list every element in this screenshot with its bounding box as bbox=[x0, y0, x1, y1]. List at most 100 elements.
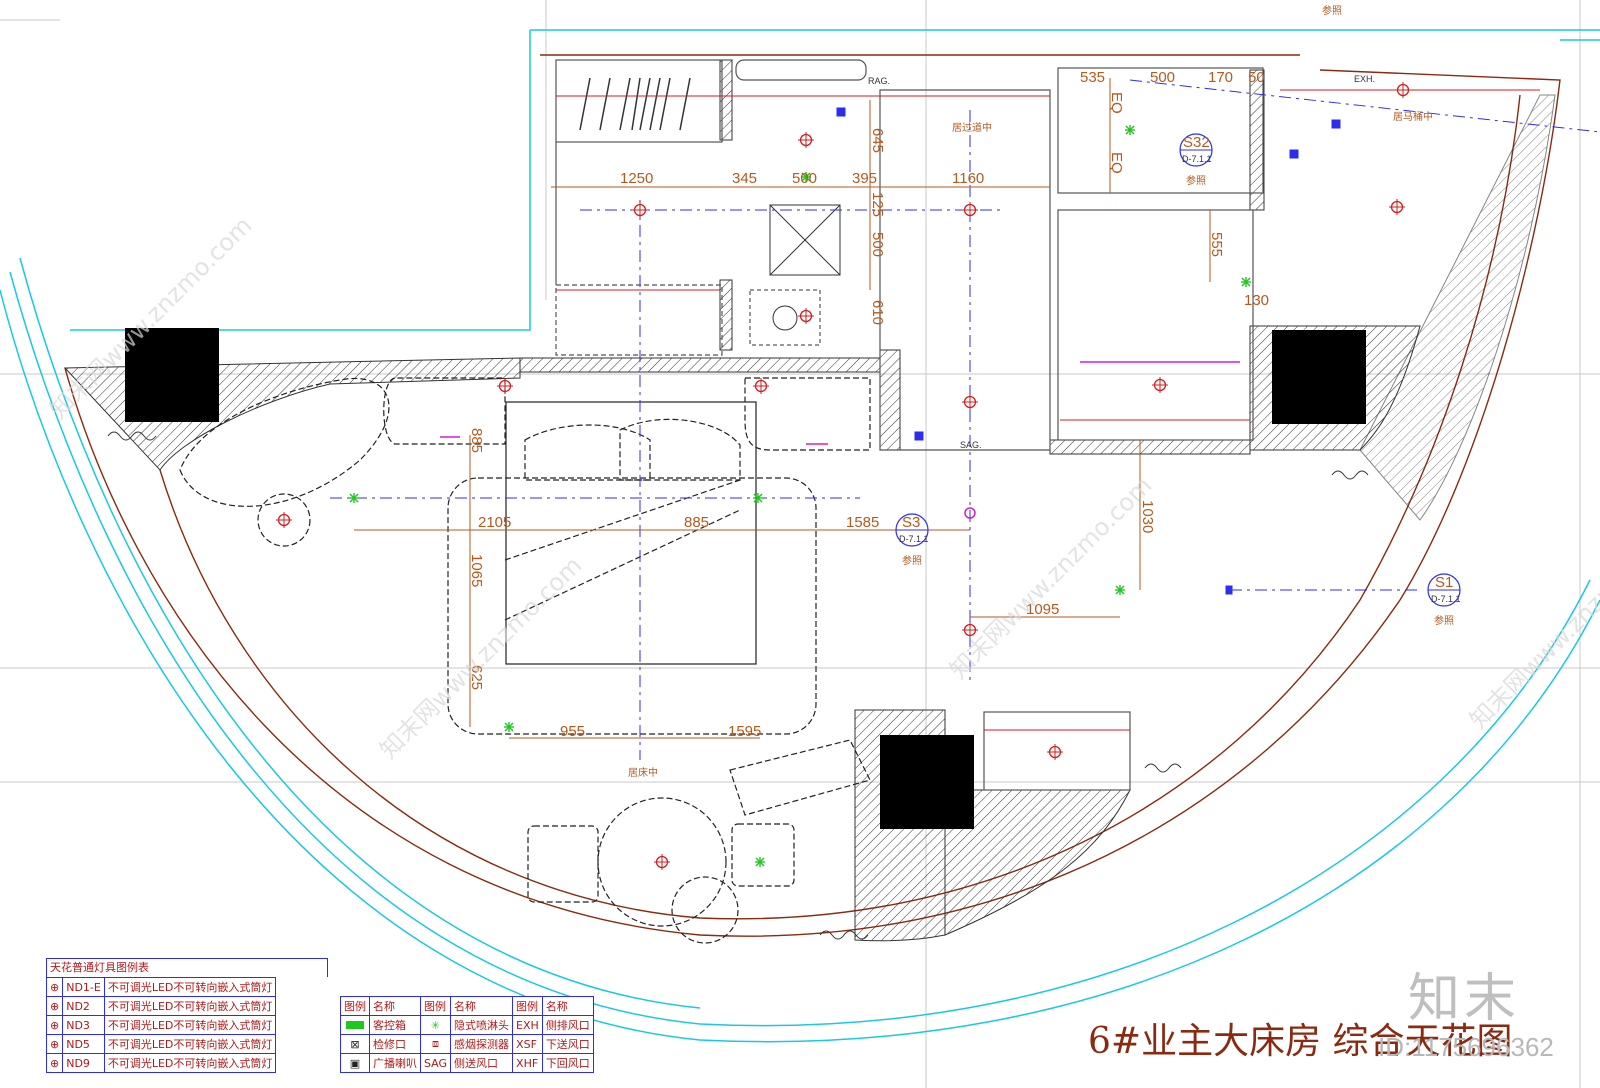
section-marker-s1: S1 D-7.1.1 参照 bbox=[1427, 573, 1461, 627]
dim-130: 130 bbox=[1244, 292, 1269, 309]
dim-610: 610 bbox=[869, 300, 886, 325]
dimension-lines bbox=[354, 78, 1211, 739]
watermarks: 知末网www.znzmo.com 知末网www.znzmo.com 知末网www… bbox=[44, 211, 1600, 764]
legend-code: SAG bbox=[419, 1053, 452, 1073]
label-corridor-center: 居过道中 bbox=[952, 121, 992, 134]
access-panel bbox=[749, 204, 841, 346]
dim-625: 625 bbox=[468, 665, 485, 690]
smoke-detector-icon: ⧈ bbox=[419, 1034, 452, 1054]
legend-name: 侧送风口 bbox=[450, 1053, 514, 1073]
lighting-legend-table: 天花普通灯具图例表 ⊕ ND1-E 不可调光LED不可转向嵌入式筒灯 ⊕ ND2… bbox=[45, 958, 328, 1073]
dim-eq-1: EQ bbox=[1108, 92, 1125, 114]
dimension-labels: 1250 345 500 395 1160 645 125 500 610 53… bbox=[468, 69, 1269, 740]
dim-1065: 1065 bbox=[468, 554, 485, 587]
facade-coils bbox=[107, 431, 1369, 940]
magenta-marks bbox=[440, 361, 1240, 519]
dim-eq-2: EQ bbox=[1108, 152, 1125, 174]
section-s3-note: 参照 bbox=[902, 554, 922, 567]
label-sag: SAG. bbox=[960, 440, 982, 450]
dim-500-top: 500 bbox=[1150, 69, 1175, 86]
legend-code: ND1-E bbox=[62, 977, 105, 997]
label-rag: RAG. bbox=[868, 76, 890, 86]
dim-395: 395 bbox=[852, 170, 877, 187]
brand-logo: 知末 bbox=[1408, 969, 1521, 1029]
downlight-icon: ⊕ bbox=[45, 1034, 64, 1054]
table-row: ▣ 广播喇叭 SAG 侧送风口 XHF 下回风口 bbox=[340, 1053, 594, 1073]
section-marker-s32: S32 D-7.1.1 参照 bbox=[1179, 133, 1213, 187]
speaker-icon: ▣ bbox=[340, 1053, 370, 1073]
section-s32-ref: D-7.1.1 bbox=[1182, 154, 1212, 164]
section-marker-s3: S3 D-7.1.1 参照 bbox=[895, 513, 929, 567]
air-terminals bbox=[836, 107, 1341, 595]
table-row: ⊕ ND3 不可调光LED不可转向嵌入式筒灯 bbox=[45, 1015, 277, 1035]
legend-name: 客控箱 bbox=[369, 1015, 421, 1035]
dim-170: 170 bbox=[1208, 69, 1233, 86]
legend-desc: 不可调光LED不可转向嵌入式筒灯 bbox=[103, 1034, 277, 1054]
legend-name: 下回风口 bbox=[541, 1053, 594, 1073]
downlights bbox=[275, 81, 1412, 871]
dim-555: 555 bbox=[1208, 232, 1225, 257]
section-s3-id: S3 bbox=[902, 514, 920, 531]
legend-header: 名称 bbox=[450, 996, 514, 1016]
legend-header: 名称 bbox=[541, 996, 594, 1016]
dim-1250: 1250 bbox=[620, 170, 653, 187]
symbol-legend-table: 图例 名称 图例 名称 图例 名称 客控箱 ✳ 隐式喷淋头 EXH 侧排风口 ⊠… bbox=[340, 996, 594, 1073]
legend-code: XHF bbox=[512, 1053, 543, 1073]
annotation-labels: RAG. EXH. SAG. 居过道中 居马桶中 居床中 参照 bbox=[628, 4, 1433, 779]
sprinkler-icon: ✳ bbox=[419, 1015, 452, 1035]
section-s1-ref: D-7.1.1 bbox=[1431, 594, 1461, 604]
wardrobe-hangers bbox=[579, 77, 691, 131]
dim-885-vertical: 885 bbox=[468, 428, 485, 453]
legend-code: XSF bbox=[512, 1034, 543, 1054]
legend-desc: 不可调光LED不可转向嵌入式筒灯 bbox=[103, 1015, 277, 1035]
control-box-icon bbox=[340, 1015, 370, 1035]
watermark-3: 知末网www.znzmo.com bbox=[944, 471, 1157, 684]
dim-1030: 1030 bbox=[1139, 500, 1156, 533]
dim-1095: 1095 bbox=[1026, 601, 1059, 618]
label-bed-center: 居床中 bbox=[628, 766, 658, 779]
legend-name: 检修口 bbox=[369, 1034, 421, 1054]
legend-code: ND5 bbox=[62, 1034, 105, 1054]
legend-desc: 不可调光LED不可转向嵌入式筒灯 bbox=[103, 996, 277, 1016]
legend-header: 图例 bbox=[340, 996, 370, 1016]
glass-facade bbox=[0, 29, 1600, 1043]
legend-code: ND3 bbox=[62, 1015, 105, 1035]
columns bbox=[125, 328, 1366, 829]
legend-name: 隐式喷淋头 bbox=[450, 1015, 514, 1035]
dim-500-vertical: 500 bbox=[869, 232, 886, 257]
access-panel-icon: ⊠ bbox=[340, 1034, 370, 1054]
label-toilet-center: 居马桶中 bbox=[1393, 110, 1433, 123]
legend-header: 图例 bbox=[419, 996, 452, 1016]
dim-645: 645 bbox=[869, 128, 886, 153]
legend-header: 名称 bbox=[369, 996, 421, 1016]
downlight-icon: ⊕ bbox=[45, 996, 64, 1016]
table-row: ⊕ ND9 不可调光LED不可转向嵌入式筒灯 bbox=[45, 1053, 277, 1073]
ceiling-lines bbox=[556, 89, 1540, 731]
table-header-row: 图例 名称 图例 名称 图例 名称 bbox=[340, 996, 594, 1016]
label-top-note: 参照 bbox=[1322, 4, 1342, 17]
downlight-icon: ⊕ bbox=[45, 977, 64, 997]
downlight-icon: ⊕ bbox=[45, 1053, 64, 1073]
interior-partitions bbox=[555, 59, 1264, 791]
table-row: ⊕ ND1-E 不可调光LED不可转向嵌入式筒灯 bbox=[45, 977, 277, 997]
legend-desc: 不可调光LED不可转向嵌入式筒灯 bbox=[103, 977, 277, 997]
downlight-icon: ⊕ bbox=[45, 1015, 64, 1035]
dim-500: 500 bbox=[792, 170, 817, 187]
dim-1595: 1595 bbox=[728, 723, 761, 740]
dim-1160: 1160 bbox=[952, 170, 984, 187]
legend-code: ND9 bbox=[62, 1053, 105, 1073]
table-row: ⊠ 检修口 ⧈ 感烟探测器 XSF 下送风口 bbox=[340, 1034, 594, 1054]
label-exh: EXH. bbox=[1354, 74, 1375, 84]
dim-345: 345 bbox=[732, 170, 757, 187]
section-s32-id: S32 bbox=[1183, 134, 1210, 151]
legend-name: 广播喇叭 bbox=[369, 1053, 421, 1073]
dim-1585: 1585 bbox=[846, 514, 879, 531]
legend-name: 侧排风口 bbox=[541, 1015, 594, 1035]
legend-name: 下送风口 bbox=[541, 1034, 594, 1054]
legend-desc: 不可调光LED不可转向嵌入式筒灯 bbox=[103, 1053, 277, 1073]
dim-955: 955 bbox=[560, 723, 585, 740]
legend-name: 感烟探测器 bbox=[450, 1034, 514, 1054]
section-s1-note: 参照 bbox=[1434, 614, 1454, 627]
